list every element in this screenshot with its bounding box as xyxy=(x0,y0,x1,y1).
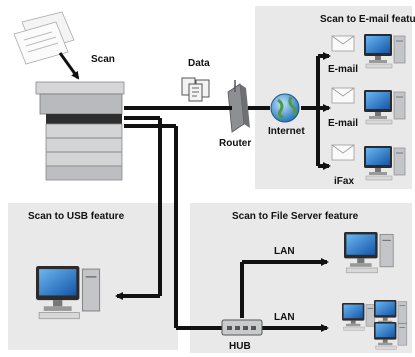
lan-label-1: LAN xyxy=(274,246,295,257)
envelope-icon xyxy=(331,35,355,52)
ifax-label: iFax xyxy=(334,176,354,187)
desktop-computer-icon xyxy=(341,302,376,331)
email-label-1: E-mail xyxy=(328,64,358,75)
usb-panel-title: Scan to USB feature xyxy=(28,211,125,222)
desktop-computer-icon xyxy=(363,89,406,125)
router-label: Router xyxy=(219,138,251,149)
multifunction-printer-icon xyxy=(35,81,125,181)
internet-label: Internet xyxy=(268,126,305,137)
globe-icon xyxy=(270,93,300,123)
router-icon xyxy=(227,80,250,133)
data-files-icon xyxy=(181,77,210,102)
data-label: Data xyxy=(188,58,210,69)
desktop-computer-icon xyxy=(363,145,406,181)
paper-documents-icon xyxy=(13,11,75,65)
desktop-computer-icon xyxy=(373,321,408,350)
email-label-2: E-mail xyxy=(328,118,358,129)
network-lines xyxy=(115,52,331,332)
scan-arrow xyxy=(58,52,80,80)
fileserver-panel-title: Scan to File Server feature xyxy=(232,211,359,222)
scan-label: Scan xyxy=(91,54,115,65)
hub-icon xyxy=(221,319,263,336)
email-panel-title: Scan to E-mail feature xyxy=(320,14,415,25)
envelope-icon xyxy=(331,87,355,104)
desktop-computer-icon xyxy=(363,33,406,69)
desktop-computer-icon xyxy=(35,265,101,320)
hub-label: HUB xyxy=(229,341,251,352)
desktop-computer-icon xyxy=(343,231,394,274)
lan-label-2: LAN xyxy=(274,312,295,323)
envelope-icon xyxy=(331,144,355,161)
